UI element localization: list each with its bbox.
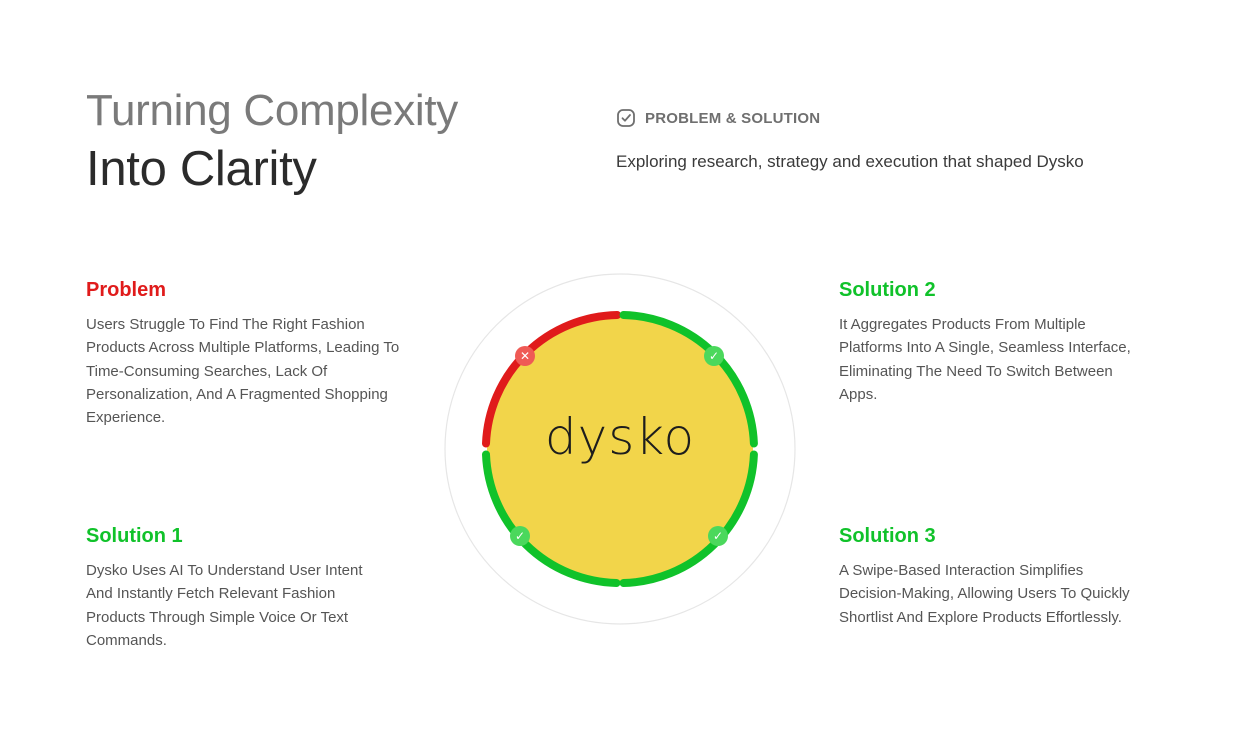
problem-title: Problem [86, 279, 167, 301]
check-icon-bottom-left: ✓ [510, 526, 530, 546]
x-icon: ✕ [515, 346, 535, 366]
solution-1-body: Dysko Uses AI To Understand User Intent … [86, 562, 363, 649]
outer-ring [444, 273, 796, 625]
problem-block: Problem Users Struggle To Find The Right… [86, 277, 416, 429]
solution-3-block: Solution 3 A Swipe-Based Interaction Sim… [839, 523, 1134, 629]
title-line-1: Turning Complexity [86, 86, 458, 135]
solution-2-body: It Aggregates Products From Multiple Pla… [839, 316, 1131, 403]
solution-1-title: Solution 1 [86, 525, 183, 547]
problem-body: Users Struggle To Find The Right Fashion… [86, 316, 400, 427]
title-line-2: Into Clarity [86, 142, 317, 196]
solution-2-block: Solution 2 It Aggregates Products From M… [839, 277, 1144, 406]
check-icon-top-right: ✓ [704, 346, 724, 366]
solution-1-block: Solution 1 Dysko Uses AI To Understand U… [86, 523, 386, 652]
check-square-icon [616, 108, 636, 128]
solution-3-title: Solution 3 [839, 525, 936, 547]
solution-3-body: A Swipe-Based Interaction Simplifies Dec… [839, 562, 1130, 626]
page-title: Turning Complexity Into Clarity [86, 84, 458, 200]
check-icon-bottom-right: ✓ [708, 526, 728, 546]
dysko-logo: dysko [544, 408, 696, 466]
logo-circle [487, 316, 753, 582]
solution-1-arc [482, 450, 621, 587]
section-tag: PROBLEM & SOLUTION [616, 108, 820, 128]
solution-2-title: Solution 2 [839, 279, 936, 301]
center-diagram: dysko ✕ ✓ ✓ ✓ [440, 269, 800, 629]
section-tag-label: PROBLEM & SOLUTION [645, 109, 821, 127]
page-subtitle: Exploring research, strategy and executi… [616, 152, 1084, 171]
